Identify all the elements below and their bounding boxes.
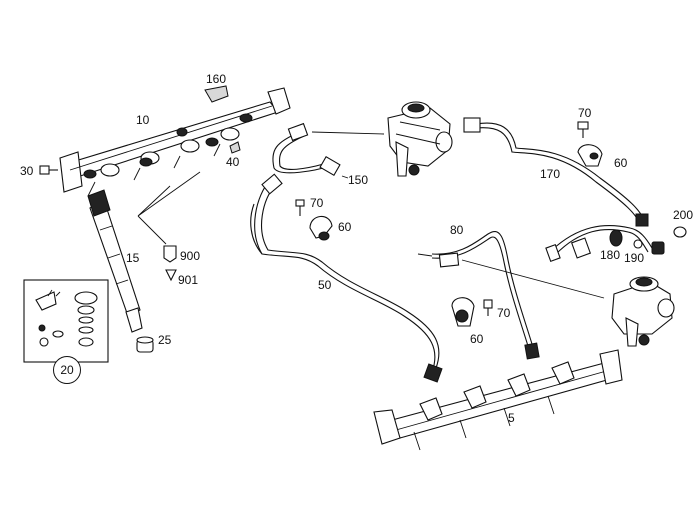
fuel-rail-lower[interactable] — [373, 349, 623, 451]
fuel-line-150[interactable] — [272, 122, 349, 179]
label-10: 10 — [136, 113, 150, 127]
label-50: 50 — [318, 278, 332, 292]
part-40[interactable] — [229, 141, 241, 154]
part-901[interactable] — [165, 269, 177, 282]
high-pressure-pump-upper[interactable] — [387, 101, 453, 177]
injector-15[interactable] — [87, 189, 143, 333]
cap-200[interactable] — [673, 226, 687, 238]
label-80: 80 — [450, 223, 464, 237]
clip-160[interactable] — [204, 85, 229, 103]
fuel-line-80[interactable] — [417, 231, 540, 360]
seal-180[interactable] — [609, 229, 623, 247]
label-25: 25 — [158, 333, 172, 347]
label-170: 170 — [540, 167, 561, 181]
bolt-30[interactable] — [39, 165, 58, 175]
bolt-70-c[interactable] — [577, 121, 589, 138]
high-pressure-pump-lower[interactable] — [611, 276, 675, 347]
bolt-70-b[interactable] — [483, 299, 493, 316]
label-150: 150 — [348, 173, 369, 187]
label-190: 190 — [624, 251, 645, 265]
label-40: 40 — [226, 155, 240, 169]
label-5: 5 — [508, 411, 515, 425]
label-60-a: 60 — [338, 220, 352, 234]
label-30: 30 — [20, 164, 34, 178]
label-60-b: 60 — [470, 332, 484, 346]
label-20: 20 — [53, 356, 81, 384]
label-180: 180 — [600, 248, 621, 262]
label-70-b: 70 — [497, 306, 511, 320]
fuel-rail-upper[interactable] — [59, 87, 291, 197]
label-160: 160 — [206, 72, 227, 86]
label-900: 900 — [180, 249, 201, 263]
label-70-a: 70 — [310, 196, 324, 210]
clamp-60-a[interactable] — [309, 215, 333, 241]
clamp-60-c[interactable] — [577, 144, 603, 167]
bolt-70-a[interactable] — [295, 199, 305, 216]
nut-190[interactable] — [633, 239, 665, 255]
part-900[interactable] — [163, 245, 177, 263]
seal-ring-25[interactable] — [136, 336, 154, 353]
label-60-c: 60 — [614, 156, 628, 170]
injector-kit-20[interactable] — [23, 279, 109, 376]
clamp-60-b[interactable] — [451, 297, 475, 327]
label-901: 901 — [178, 273, 199, 287]
label-15: 15 — [126, 251, 140, 265]
fuel-line-170[interactable] — [463, 117, 649, 227]
fuel-line-50[interactable] — [250, 173, 443, 383]
label-70-c: 70 — [578, 106, 592, 120]
label-200: 200 — [673, 208, 694, 222]
